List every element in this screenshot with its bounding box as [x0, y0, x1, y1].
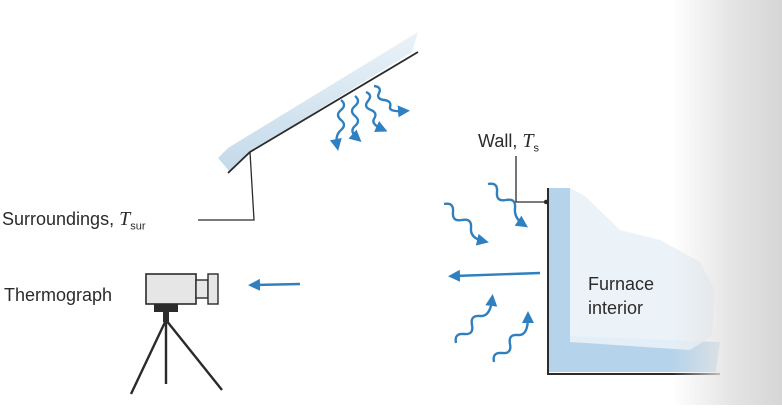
furnace-label-line-2: interior	[588, 298, 644, 318]
wall-temperature-symbol: T	[522, 130, 534, 152]
thermograph-camera-icon	[129, 273, 223, 395]
camera-view-arrow	[248, 278, 301, 291]
page-edge-shadow	[672, 0, 782, 405]
surroundings-label: Surroundings, Tsur	[2, 208, 145, 233]
wall-label: Wall, Ts	[478, 130, 539, 155]
surroundings-leader-line	[198, 151, 255, 221]
furnace-interior-label: Furnace interior	[588, 272, 654, 320]
wall-radiation-arrows	[443, 182, 534, 363]
surroundings-temperature-symbol: T	[119, 208, 131, 230]
wall-label-text: Wall,	[478, 131, 523, 151]
wall-temperature-subscript: s	[533, 142, 539, 155]
furnace-label-line-1: Furnace	[588, 274, 655, 294]
surroundings-surface	[218, 32, 419, 174]
surroundings-label-text: Surroundings,	[2, 209, 120, 229]
wall-leader-line	[515, 156, 546, 203]
surroundings-temperature-subscript: sur	[130, 220, 146, 233]
emitted-radiation-arrow	[448, 269, 541, 282]
thermograph-label: Thermograph	[4, 285, 113, 305]
surroundings-radiation-arrows	[329, 84, 410, 151]
